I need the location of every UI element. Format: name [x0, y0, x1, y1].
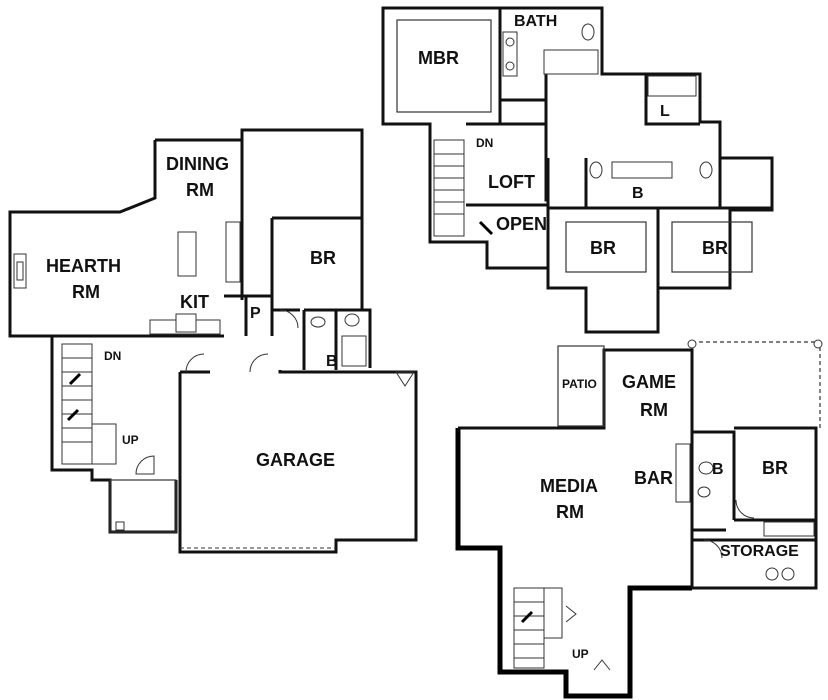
- toilet-icon: [581, 23, 595, 41]
- br-lower-label: BR: [762, 458, 788, 478]
- bath-b-upper-label: B: [632, 185, 644, 202]
- front-porch: [109, 479, 177, 533]
- shower: [543, 49, 599, 75]
- door-swing: [185, 353, 205, 373]
- lower-bath-walls: [692, 430, 816, 532]
- storage-shelf: [763, 521, 815, 537]
- patio-area: [557, 345, 605, 427]
- toilet-icon: [344, 313, 360, 327]
- game-label-2: RM: [640, 400, 668, 420]
- up-main-label: UP: [122, 433, 139, 447]
- water-heater-icon: [781, 567, 795, 581]
- water-heater-icon: [765, 567, 779, 581]
- media-label-1: MEDIA: [540, 476, 598, 496]
- sink-icon: [310, 316, 326, 328]
- lower-foundation-wall: [455, 428, 692, 699]
- pantry-label: P: [250, 305, 261, 322]
- open-label: OPEN: [496, 214, 547, 234]
- dining-label-2: RM: [186, 180, 214, 200]
- toilet-icon: [589, 161, 603, 179]
- lower-floor: PATIO GAME RM MEDIA RM BAR B BR STORAGE …: [455, 339, 823, 699]
- toilet-icon: [699, 161, 713, 179]
- patio-outline: [692, 341, 821, 428]
- bath-lower-label: B: [712, 461, 724, 478]
- door-swing: [593, 659, 611, 671]
- kitchen-counter: [225, 221, 241, 283]
- sink-icon: [505, 37, 515, 47]
- main-interior-walls: [10, 140, 362, 338]
- kit-label: KIT: [180, 292, 209, 312]
- up-lower-label: UP: [572, 647, 589, 661]
- br-upper-left-area: [565, 221, 647, 273]
- range-icon: [175, 313, 197, 333]
- patio-label: PATIO: [562, 377, 597, 391]
- dn-main-label: DN: [104, 349, 121, 363]
- bar-counter: [675, 443, 691, 503]
- upper-stairs: [433, 139, 494, 237]
- post-icon: [687, 339, 697, 349]
- br-upper-left-label: BR: [590, 238, 616, 258]
- sink-icon: [697, 486, 711, 498]
- upper-bath-walls: [584, 158, 722, 208]
- lower-stairs: [513, 587, 563, 669]
- entry-door: [135, 455, 155, 475]
- main-floor: DINING RM HEARTH RM KIT P BR B DN UP GAR…: [8, 128, 418, 554]
- door-swing: [279, 309, 299, 329]
- mbr-bath-walls: [498, 8, 548, 124]
- fireplace-hearth: [16, 261, 24, 281]
- storage-walls: [692, 538, 818, 588]
- br-upper-right-area: [671, 221, 753, 273]
- bath-upper-label: BATH: [514, 13, 557, 30]
- post-icon: [813, 339, 823, 349]
- br-main-label: BR: [310, 248, 336, 268]
- laundry-walls: [644, 74, 700, 126]
- upper-floor: MBR BATH DN LOFT OPEN L B BR BR: [381, 6, 774, 334]
- toilet-icon: [698, 461, 714, 475]
- shower: [341, 335, 367, 367]
- hearth-label-2: RM: [72, 282, 100, 302]
- bathtub: [611, 161, 673, 179]
- bath-main-label: B: [326, 353, 338, 370]
- storage-label: STORAGE: [720, 543, 799, 560]
- door-swing: [565, 605, 577, 623]
- bar-label: BAR: [634, 468, 673, 488]
- laundry-label: L: [660, 103, 670, 120]
- kitchen-island: [177, 231, 197, 277]
- door-swing: [735, 499, 755, 519]
- garage-label: GARAGE: [256, 450, 335, 470]
- porch-column: [115, 521, 125, 531]
- garage-walls: [178, 370, 418, 554]
- main-bath-walls: [302, 308, 370, 370]
- door-swing: [395, 371, 415, 387]
- mbr-label: MBR: [418, 48, 459, 68]
- door-swing: [249, 353, 269, 373]
- main-stairs: [61, 343, 117, 465]
- pantry-walls: [224, 294, 274, 336]
- dining-label-1: DINING: [166, 154, 229, 174]
- hearth-label-1: HEARTH: [46, 256, 121, 276]
- washer-dryer: [647, 75, 697, 97]
- door-swing: [703, 539, 723, 559]
- br-upper-right-label: BR: [702, 238, 728, 258]
- mbr-area: [396, 19, 492, 113]
- media-label-2: RM: [556, 502, 584, 522]
- sink-icon: [505, 61, 515, 71]
- dn-upper-label: DN: [476, 136, 493, 150]
- loft-label: LOFT: [488, 172, 535, 192]
- game-label-1: GAME: [622, 372, 676, 392]
